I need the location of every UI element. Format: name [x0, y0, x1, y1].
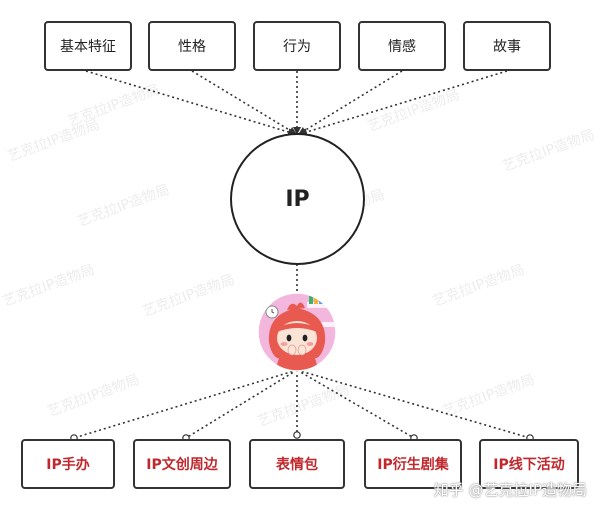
box-label: 故事	[493, 39, 521, 55]
arrow-line-story	[299, 70, 508, 136]
link-offline	[296, 369, 531, 439]
box-label: IP文创周边	[146, 457, 218, 473]
box-label: 情感	[388, 39, 416, 55]
box-behavior: 行为	[253, 21, 341, 71]
box-label: 性格	[178, 39, 206, 55]
link-cultural	[185, 369, 298, 439]
link-series	[296, 369, 415, 439]
box-label: IP手办	[46, 457, 90, 473]
footer-credit: 知乎 @艺克拉IP造物局	[433, 481, 587, 499]
link-figure	[73, 369, 298, 439]
mascot-avatar-icon	[257, 292, 337, 372]
box-ip-derivative-series: IP衍生剧集	[364, 439, 462, 489]
box-emoji-pack: 表情包	[249, 439, 345, 489]
box-ip-cultural-merch: IP文创周边	[133, 439, 231, 489]
box-label: IP衍生剧集	[377, 457, 449, 473]
box-label: IP线下活动	[493, 457, 565, 473]
box-label: 表情包	[276, 457, 318, 473]
arrow-line-emotion	[298, 70, 403, 135]
box-story: 故事	[463, 21, 551, 71]
box-ip-offline-events: IP线下活动	[479, 439, 579, 489]
box-emotion: 情感	[358, 21, 446, 71]
box-basic-features: 基本特征	[44, 21, 132, 71]
arrow-line-personality	[191, 70, 297, 135]
box-label: 行为	[283, 39, 311, 55]
box-ip-figure: IP手办	[21, 439, 115, 489]
box-personality: 性格	[148, 21, 236, 71]
box-label: 基本特征	[60, 39, 116, 55]
ip-center-label: IP	[285, 186, 310, 212]
ip-center-node: IP	[230, 133, 365, 265]
connector-dot	[293, 431, 301, 439]
arrow-line-basic	[85, 70, 296, 136]
